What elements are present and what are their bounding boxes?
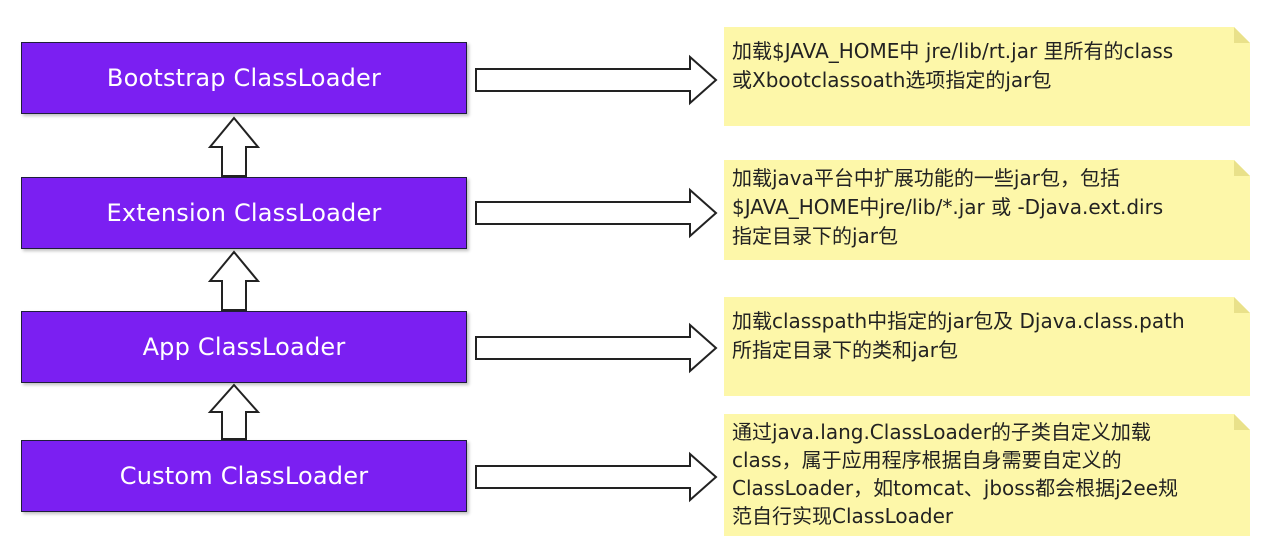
custom-classloader-box: Custom ClassLoader (21, 440, 467, 512)
right-arrow-extension (475, 187, 718, 239)
bootstrap-classloader-box: Bootstrap ClassLoader (21, 42, 467, 114)
right-arrow-custom (475, 451, 718, 503)
note-app-fold (1234, 297, 1250, 313)
bootstrap-classloader-label: Bootstrap ClassLoader (106, 64, 382, 92)
up-arrow-extension-to-bootstrap (207, 116, 261, 177)
note-extension-line-1: 加载java平台中扩展功能的一些jar包，包括 (732, 166, 1120, 190)
note-custom-fold (1234, 414, 1250, 430)
note-custom-line-4: 范自行实现ClassLoader (732, 504, 954, 528)
note-custom-line-3: ClassLoader，如tomcat、jboss都会根据j2ee规 (732, 476, 1178, 500)
app-classloader-box: App ClassLoader (21, 311, 467, 383)
note-bootstrap-fold (1234, 27, 1250, 43)
app-classloader-label: App ClassLoader (142, 333, 346, 361)
note-custom: 通过java.lang.ClassLoader的子类自定义加载 class，属于… (724, 414, 1250, 536)
note-extension: 加载java平台中扩展功能的一些jar包，包括 $JAVA_HOME中jre/l… (724, 160, 1250, 260)
note-custom-line-2: class，属于应用程序根据自身需要自定义的 (732, 448, 1122, 472)
note-extension-line-2: $JAVA_HOME中jre/lib/*.jar 或 -Djava.ext.di… (732, 195, 1164, 219)
extension-classloader-label: Extension ClassLoader (106, 199, 382, 227)
note-extension-fold (1234, 160, 1250, 176)
note-extension-line-3: 指定目录下的jar包 (732, 224, 899, 248)
note-app-line-2: 所指定目录下的类和jar包 (732, 338, 959, 362)
note-bootstrap-line-1: 加载$JAVA_HOME中 jre/lib/rt.jar 里所有的class (732, 39, 1174, 63)
extension-classloader-box: Extension ClassLoader (21, 177, 467, 249)
note-bootstrap-line-2: 或Xbootclassoath选项指定的jar包 (732, 68, 1052, 92)
note-custom-line-1: 通过java.lang.ClassLoader的子类自定义加载 (732, 420, 1151, 444)
note-app-line-1: 加载classpath中指定的jar包及 Djava.class.path (732, 309, 1185, 333)
up-arrow-app-to-extension (207, 250, 261, 311)
right-arrow-bootstrap (475, 54, 718, 106)
note-app: 加载classpath中指定的jar包及 Djava.class.path 所指… (724, 297, 1250, 396)
custom-classloader-label: Custom ClassLoader (119, 462, 369, 490)
right-arrow-app (475, 322, 718, 374)
up-arrow-custom-to-app (207, 383, 261, 440)
note-bootstrap: 加载$JAVA_HOME中 jre/lib/rt.jar 里所有的class 或… (724, 27, 1250, 126)
